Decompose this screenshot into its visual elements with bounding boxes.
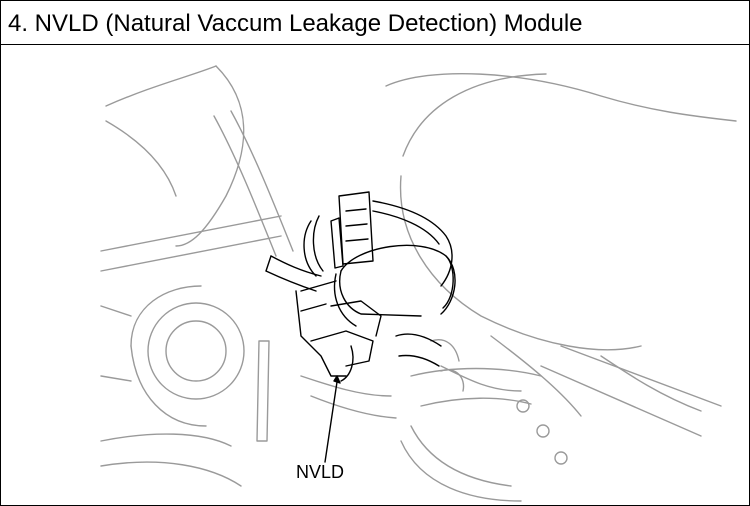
- line-drawing: [100, 65, 737, 502]
- diagram-title: 4. NVLD (Natural Vaccum Leakage Detectio…: [8, 10, 583, 37]
- nvld-callout-label: NVLD: [296, 462, 345, 482]
- nvld-module: [265, 191, 456, 463]
- title-bar: 4. NVLD (Natural Vaccum Leakage Detectio…: [1, 1, 749, 45]
- engine-bay-illustration: NVLD: [1, 46, 749, 505]
- background-parts: [100, 65, 737, 502]
